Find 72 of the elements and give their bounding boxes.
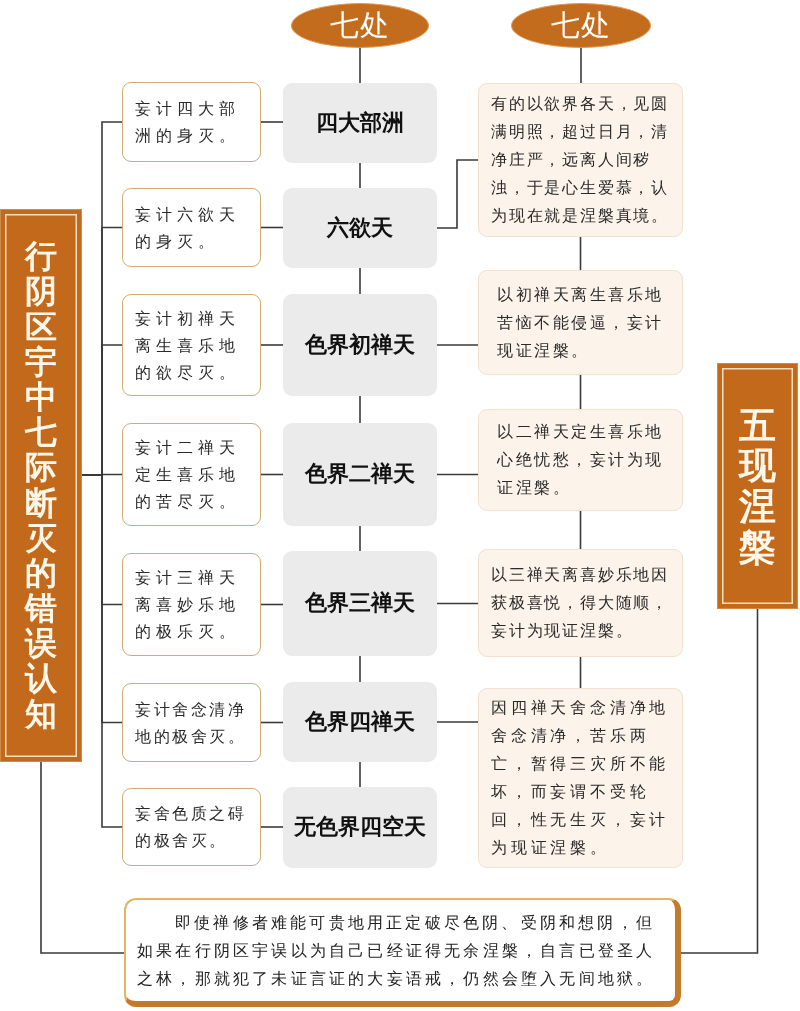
realm-box	[283, 423, 437, 526]
realm-name: 四大部洲	[316, 109, 404, 137]
side-banner	[717, 363, 798, 609]
annotation-box	[122, 423, 261, 526]
side-banner	[0, 209, 82, 762]
description-text: 以初禅天离生喜乐地苦恼不能侵逼，妄计现证涅槃。	[497, 283, 664, 362]
realm-box	[283, 188, 437, 268]
connector-line	[359, 47, 361, 84]
realm-name: 色界二禅天	[305, 461, 415, 488]
realm-box	[283, 294, 437, 396]
header-label: 七处	[330, 11, 390, 40]
connector-line	[359, 655, 361, 683]
realm-box	[283, 83, 437, 163]
connector-line	[436, 473, 479, 476]
realm-name: 六欲天	[327, 214, 393, 242]
annotation-text: 妄计舍念清净地的极舍灭。	[135, 698, 247, 748]
connector-line	[359, 761, 361, 788]
annotation-text: 妄计四大部洲的身灭。	[135, 98, 241, 147]
annotation-box	[122, 553, 261, 656]
connector-line	[579, 374, 582, 410]
connector-line	[260, 473, 284, 476]
realm-name: 无色界四空天	[294, 814, 426, 841]
connector-line	[359, 267, 361, 295]
connector-line	[579, 510, 582, 550]
description-text: 有的以欲界各天，见圆满明照，超过日月，清净庄严，远离人间秽浊，于是心生爱慕，认为现在就是涅槃真境。	[491, 93, 670, 227]
connector-line	[359, 162, 361, 189]
realm-box	[283, 787, 437, 868]
description-text: 以三禅天离喜妙乐地因获极喜悦，得大随顺，妄计为现证涅槃。	[491, 564, 670, 642]
description-box	[478, 83, 683, 237]
connector-line	[580, 47, 582, 84]
note-box	[124, 898, 681, 1007]
realm-box	[283, 551, 437, 656]
annotation-box	[122, 82, 261, 162]
connector-line	[260, 226, 284, 229]
connector-line	[260, 603, 284, 606]
connector-line	[359, 395, 361, 424]
description-text: 因四禅天舍念清净地舍念清净，苦乐两亡，暂得三灾所不能坏，而妄谓不受轮回，性无生灭，妄计为现证涅槃。	[491, 697, 670, 859]
annotation-text: 妄舍色质之碍的极舍灭。	[135, 803, 247, 852]
connector-line	[359, 525, 361, 552]
connector-line	[436, 344, 479, 346]
realm-name: 色界四禅天	[305, 708, 415, 736]
connector-line	[260, 344, 284, 346]
annotation-text: 妄计三禅天离喜妙乐地的极乐灭。	[135, 567, 241, 643]
connector-line	[579, 656, 582, 689]
connector-line	[436, 159, 479, 229]
annotation-box	[122, 788, 261, 866]
connector-line	[260, 721, 284, 724]
connector-line	[40, 761, 125, 954]
annotation-box	[122, 294, 261, 396]
header-label: 七处	[551, 11, 611, 40]
realm-name: 色界初禅天	[305, 331, 415, 359]
connector-line	[579, 236, 582, 271]
description-box	[478, 688, 683, 868]
annotation-text: 妄计二禅天定生喜乐地的苦尽灭。	[135, 437, 241, 513]
description-text: 以二禅天定生喜乐地心绝忧愁，妄计为现证涅槃。	[497, 421, 664, 499]
realm-name: 色界三禅天	[305, 590, 415, 617]
annotation-text: 妄计初禅天离生喜乐地的欲尽灭。	[135, 307, 241, 384]
banner-title: 行阴区宇中七际断灭的错误认知	[25, 239, 57, 732]
banner-title: 五现涅槃	[739, 404, 776, 568]
annotation-text: 妄计六欲天的身灭。	[135, 203, 241, 253]
connector-line	[680, 608, 759, 954]
connector-line	[260, 121, 284, 123]
description-box	[478, 409, 683, 511]
realm-box	[283, 682, 437, 762]
annotation-box	[122, 188, 261, 267]
description-box	[478, 270, 683, 375]
description-box	[478, 549, 683, 657]
note-text: 即使禅修者难能可贵地用正定破尽色阴、受阴和想阴，但如果在行阴区宇误以为自己已经证得无余涅槃，自言已登圣人之林，那就犯了未证言证的大妄语戒，仍然会堕入无间地狱。	[137, 911, 657, 990]
annotation-box	[122, 683, 261, 762]
connector-line	[436, 602, 479, 605]
connector-line	[260, 826, 284, 828]
connector-line	[436, 721, 479, 723]
